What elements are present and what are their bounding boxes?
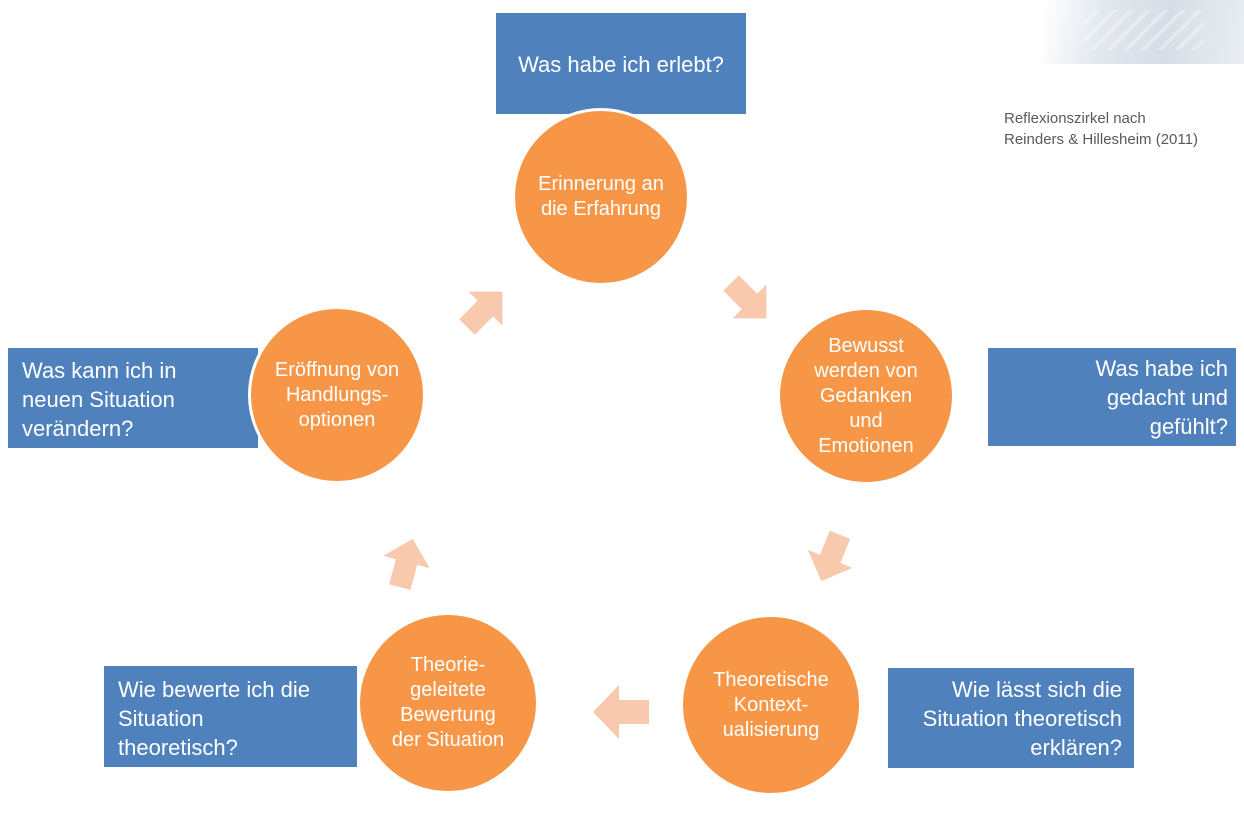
cycle-node-top-label: Erinnerung an die Erfahrung	[538, 173, 664, 220]
question-box-left: Was kann ich in neuen Situation veränder…	[8, 348, 258, 448]
question-text-top: Was habe ich erlebt?	[518, 52, 724, 77]
cycle-node-left-label: Eröffnung von Handlungs- optionen	[274, 358, 400, 431]
cycle-node-bottom-right: Theoretische Kontext- ualisierung	[680, 614, 862, 796]
question-text-bottom-right: Wie lässt sich die Situation theoretisch…	[922, 677, 1122, 760]
cycle-node-right-label: Bewusst werden von Gedanken und Emotione…	[814, 334, 918, 457]
arrow-left-to-top-shape	[459, 291, 503, 335]
arrow-right-to-bottom-right-shape	[807, 530, 853, 582]
arrow-top-to-right	[723, 275, 767, 319]
cycle-node-bottom-left: Theorie- geleitete Bewertung der Situati…	[357, 612, 539, 794]
cycle-node-bottom-left-label: Theorie- geleitete Bewertung der Situati…	[391, 654, 505, 751]
question-text-right: Was habe ich gedacht und gefühlt?	[1095, 356, 1228, 439]
source-caption-text: Reflexionszirkel nach Reinders & Hillesh…	[1004, 110, 1198, 148]
arrow-bottom-left-to-left	[383, 538, 430, 591]
cycle-node-top: Erinnerung an die Erfahrung	[512, 108, 690, 286]
question-box-right: Was habe ich gedacht und gefühlt?	[988, 348, 1236, 446]
arrow-left-to-top	[459, 291, 503, 335]
arrow-right-to-bottom-right	[807, 530, 853, 582]
question-text-bottom-left: Wie bewerte ich die Situation theoretisc…	[118, 677, 310, 760]
cycle-node-right: Bewusst werden von Gedanken und Emotione…	[777, 307, 955, 485]
arrow-bottom-left-to-left-shape	[383, 538, 430, 591]
question-box-bottom-left: Wie bewerte ich die Situation theoretisc…	[104, 666, 357, 767]
question-text-left: Was kann ich in neuen Situation veränder…	[22, 358, 177, 441]
source-caption: Reflexionszirkel nach Reinders & Hillesh…	[1004, 108, 1240, 150]
question-box-bottom-right: Wie lässt sich die Situation theoretisch…	[888, 668, 1134, 768]
cycle-node-left: Eröffnung von Handlungs- optionen	[248, 306, 426, 484]
arrow-bottom-right-to-bottom-left	[593, 685, 649, 739]
arrow-bottom-right-to-bottom-left-shape	[593, 685, 649, 739]
arrow-top-to-right-shape	[723, 275, 767, 319]
cycle-node-bottom-right-label: Theoretische Kontext- ualisierung	[713, 668, 829, 741]
decorative-header-image	[1044, 0, 1244, 64]
question-box-top: Was habe ich erlebt?	[496, 13, 746, 114]
